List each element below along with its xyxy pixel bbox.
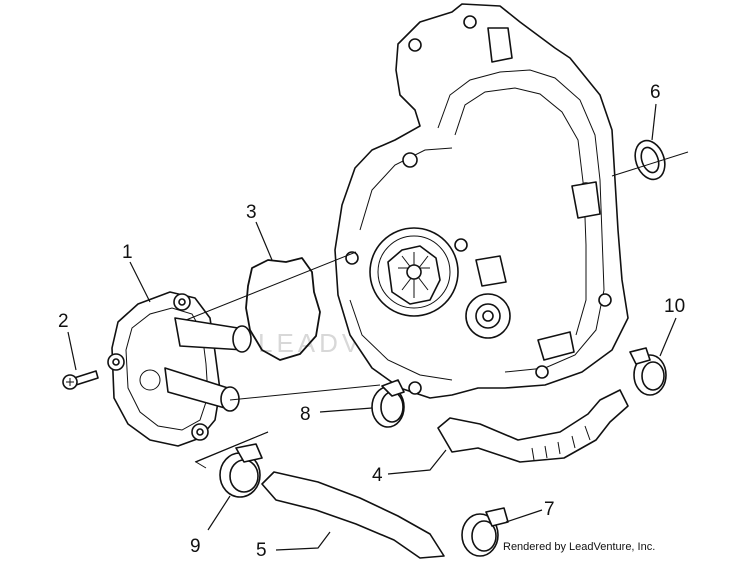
hose-clamp-8	[371, 379, 405, 428]
callout-10: 10	[664, 296, 685, 317]
hose-clamp-9	[219, 443, 263, 498]
hose-lower	[261, 471, 445, 559]
callout-7: 7	[544, 499, 555, 520]
assembly-line	[185, 151, 689, 463]
bolt	[62, 370, 99, 390]
callout-4: 4	[372, 465, 383, 486]
water-pump-cover	[107, 291, 252, 447]
o-ring	[245, 257, 321, 361]
callout-2: 2	[58, 311, 69, 332]
leader-line-10	[659, 317, 677, 357]
callout-9: 9	[190, 536, 201, 557]
callout-5: 5	[256, 540, 267, 561]
leader-line-9	[207, 495, 231, 531]
hose-upper	[437, 389, 629, 463]
leader-line-6	[651, 103, 657, 141]
callout-3: 3	[246, 202, 257, 223]
engine-cover	[334, 3, 629, 399]
callout-1: 1	[122, 242, 133, 263]
seal	[634, 139, 666, 181]
leader-line-1	[129, 261, 151, 303]
assembly-line	[195, 431, 269, 469]
callout-6: 6	[650, 82, 661, 103]
leader-line-4	[387, 449, 447, 475]
leader-line-8	[319, 407, 373, 413]
hose-clamp-10	[629, 347, 667, 396]
leader-line-2	[67, 331, 77, 371]
hose-clamp-7	[461, 507, 509, 557]
callout-8: 8	[300, 404, 311, 425]
credit-text: Rendered by LeadVenture, Inc.	[503, 541, 656, 553]
leader-line-3	[255, 221, 273, 261]
leader-line-5	[275, 531, 331, 551]
leader-line-7	[505, 509, 543, 523]
